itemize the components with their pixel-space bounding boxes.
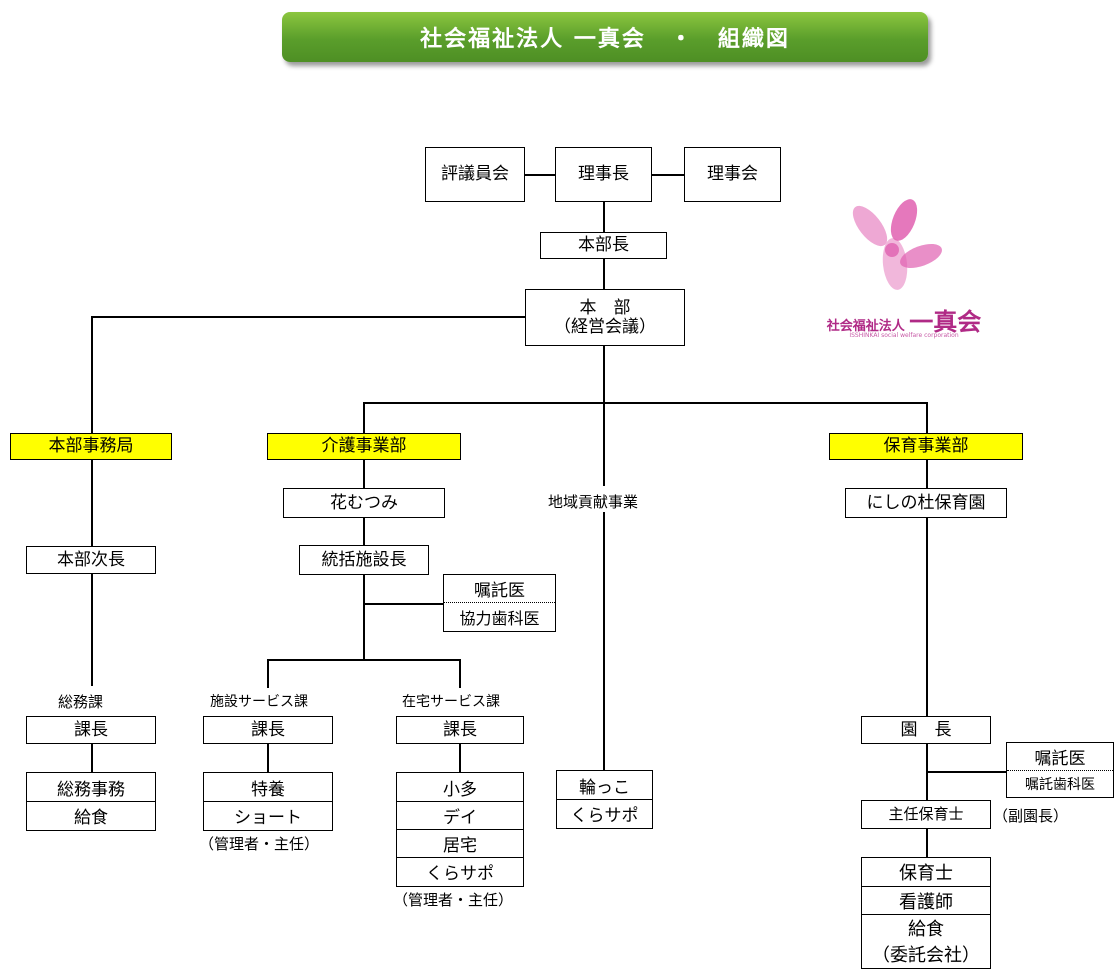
connector bbox=[603, 512, 605, 770]
care-home-item: 小多 bbox=[443, 779, 477, 800]
care-fac-section-label: 施設サービス課 bbox=[210, 694, 308, 710]
title-separator: ・ bbox=[669, 27, 694, 52]
childcare-vice-note: （副園長） bbox=[993, 807, 1069, 825]
connector bbox=[603, 402, 605, 486]
childcare-staff-item: 保育士 bbox=[899, 863, 953, 884]
childcare-staff: 保育士 看護師 給食 （委託会社） bbox=[861, 857, 991, 969]
care-director: 統括施設長 bbox=[299, 545, 429, 575]
connector bbox=[267, 659, 269, 688]
flower-icon bbox=[852, 199, 942, 290]
dept-childcare: 保育事業部 bbox=[829, 433, 1023, 460]
care-home-item: デイ bbox=[397, 801, 523, 829]
hq-box: 本 部 （経営会議） bbox=[525, 289, 685, 346]
childcare-staff-item: 給食 （委託会社） bbox=[862, 914, 990, 966]
care-home-section-label: 在宅サービス課 bbox=[402, 694, 500, 710]
care-fac-item: 特養 bbox=[251, 779, 285, 800]
office-duties: 総務事務 給食 bbox=[26, 772, 156, 831]
hq-label: 本 部 bbox=[579, 297, 631, 318]
community-item: 輪っこ bbox=[579, 777, 630, 798]
chairman-box: 理事長 bbox=[555, 147, 652, 202]
connector bbox=[603, 346, 605, 403]
connector bbox=[267, 744, 269, 772]
connector bbox=[459, 659, 461, 688]
title-chart: 組織図 bbox=[717, 27, 790, 52]
care-fac-chief: 課長 bbox=[203, 716, 333, 744]
office-duty-item: 給食 bbox=[27, 801, 155, 829]
care-home-items: 小多 デイ 居宅 くらサポ bbox=[396, 772, 524, 887]
logo-org-prefix: 社会福祉法人 bbox=[826, 319, 905, 334]
connector bbox=[603, 202, 605, 232]
care-home-chief: 課長 bbox=[396, 716, 524, 744]
connector bbox=[91, 744, 93, 772]
connector bbox=[926, 829, 928, 857]
org-logo: 社会福祉法人 一真会 ISSHINKAI social welfare corp… bbox=[804, 198, 1004, 348]
connector bbox=[926, 402, 928, 433]
childcare-head-teacher: 主任保育士 bbox=[861, 800, 991, 829]
connector bbox=[525, 174, 555, 176]
care-home-item: 居宅 bbox=[397, 829, 523, 857]
connector bbox=[91, 316, 525, 318]
connector bbox=[363, 575, 365, 660]
dept-office: 本部事務局 bbox=[10, 433, 172, 460]
connector bbox=[267, 659, 461, 661]
childcare-doctor-item: 嘱託歯科医 bbox=[1007, 770, 1113, 796]
office-duty-item: 総務事務 bbox=[57, 779, 125, 800]
childcare-nursery: にしの杜保育園 bbox=[845, 488, 1007, 518]
care-doctor-item: 協力歯科医 bbox=[444, 602, 555, 630]
logo-org-name: 一真会 bbox=[909, 308, 982, 336]
council-box: 評議員会 bbox=[425, 147, 525, 202]
office-section-label: 総務課 bbox=[58, 693, 104, 711]
connector bbox=[603, 259, 605, 289]
care-fac-items: 特養 ショート bbox=[203, 772, 333, 831]
hq-head-box: 本部長 bbox=[540, 232, 667, 259]
logo-title: 社会福祉法人 一真会 bbox=[804, 302, 1004, 337]
childcare-doctor-item: 嘱託医 bbox=[1034, 749, 1086, 769]
connector bbox=[459, 744, 461, 772]
connector bbox=[363, 603, 443, 605]
care-facility: 花むつみ bbox=[283, 488, 445, 518]
office-chief: 課長 bbox=[26, 716, 156, 744]
dept-community: 地域貢献事業 bbox=[548, 493, 639, 511]
board-box: 理事会 bbox=[684, 147, 781, 202]
logo-tagline: ISSHINKAI social welfare corporation bbox=[849, 332, 959, 339]
connector bbox=[91, 316, 93, 433]
care-fac-item: ショート bbox=[204, 801, 332, 829]
connector bbox=[363, 518, 365, 545]
childcare-staff-label: 給食 bbox=[908, 918, 944, 940]
title-banner: 社会福祉法人 一真会 ・ 組織図 bbox=[282, 12, 928, 62]
office-deputy: 本部次長 bbox=[26, 546, 156, 574]
care-fac-note: （管理者・主任） bbox=[199, 835, 320, 853]
care-home-item: くらサポ bbox=[397, 857, 523, 885]
childcare-staff-item: 看護師 bbox=[862, 886, 990, 914]
connector bbox=[652, 174, 684, 176]
connector bbox=[926, 518, 928, 716]
connector bbox=[363, 402, 365, 433]
connector bbox=[91, 574, 93, 686]
childcare-principal: 園 長 bbox=[861, 716, 991, 744]
community-items: 輪っこ くらサポ bbox=[556, 770, 653, 829]
connector bbox=[91, 460, 93, 546]
connector bbox=[363, 460, 365, 488]
care-doctors: 嘱託医 協力歯科医 bbox=[443, 574, 556, 632]
connector bbox=[363, 402, 926, 404]
community-item: くらサポ bbox=[557, 799, 652, 827]
childcare-contract-note: （委託会社） bbox=[872, 944, 980, 966]
care-doctor-item: 嘱託医 bbox=[474, 581, 525, 601]
dept-care: 介護事業部 bbox=[267, 433, 461, 460]
connector bbox=[926, 460, 928, 488]
childcare-doctors: 嘱託医 嘱託歯科医 bbox=[1006, 742, 1114, 798]
care-home-note: （管理者・主任） bbox=[393, 891, 514, 909]
title-org: 社会福祉法人 一真会 bbox=[420, 27, 646, 52]
connector bbox=[926, 771, 1006, 773]
hq-sublabel: （経営会議） bbox=[554, 316, 656, 337]
